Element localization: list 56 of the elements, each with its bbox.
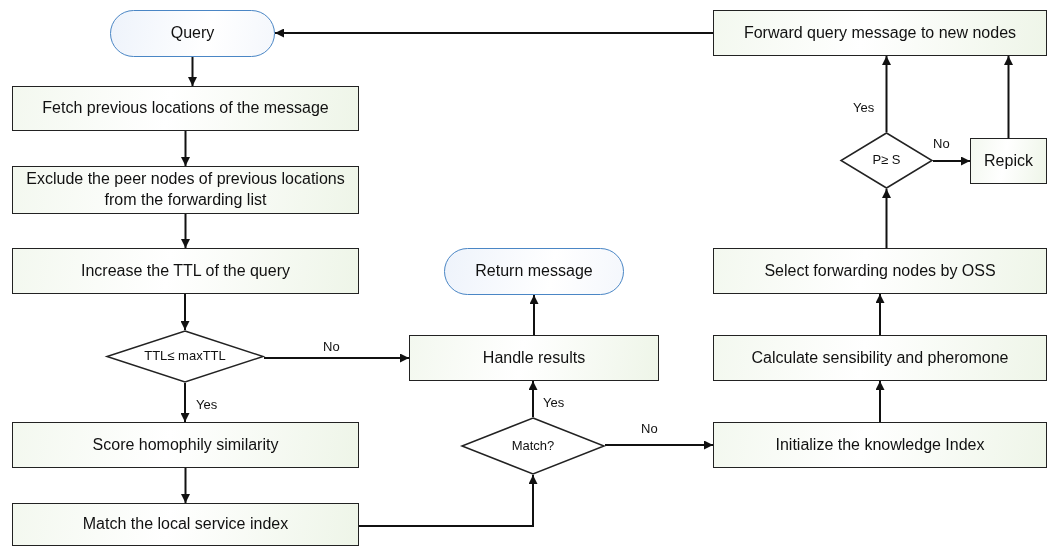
- arrow: [181, 130, 190, 167]
- process-box: [12, 86, 359, 131]
- box-label: Score homophily similarity: [92, 434, 279, 455]
- process-box: [713, 10, 1047, 56]
- process-box: [713, 422, 1047, 468]
- process-box: [409, 335, 659, 381]
- arrow: [528, 380, 538, 418]
- box-label: Exclude the peer nodes of previous locations from the forwarding list: [25, 169, 346, 210]
- arrow: [358, 474, 538, 527]
- process-box: [12, 248, 359, 294]
- box-label: Forward query message to new nodes: [743, 22, 1017, 43]
- terminal-box: [444, 248, 624, 295]
- edge-label: No: [640, 421, 659, 436]
- box-label: TTL≤ maxTTL: [144, 348, 226, 365]
- decision-diamond: [461, 417, 605, 475]
- arrow: [604, 440, 714, 450]
- arrow: [882, 55, 891, 133]
- terminal-box: [110, 10, 275, 57]
- arrow: [875, 293, 885, 336]
- box-label: Query: [170, 23, 215, 44]
- arrow: [1004, 55, 1013, 139]
- edge-label: No: [932, 136, 951, 151]
- arrow: [180, 382, 190, 423]
- arrow: [529, 294, 539, 336]
- box-label: Repick: [984, 150, 1033, 171]
- process-box: [713, 335, 1047, 381]
- process-box: [12, 422, 359, 468]
- box-label: Select forwarding nodes by OSS: [764, 260, 996, 281]
- arrow: [188, 56, 197, 87]
- arrow: [263, 353, 410, 363]
- box-label: Initialize the knowledge Index: [775, 434, 985, 455]
- box-label: Fetch previous locations of the message: [42, 98, 329, 119]
- edge-label: No: [322, 339, 341, 354]
- decision-diamond: [840, 132, 933, 189]
- arrow: [181, 213, 190, 249]
- edge-label: Yes: [195, 397, 219, 412]
- edge-label: Yes: [542, 395, 566, 410]
- edge-label: Yes: [852, 100, 876, 115]
- process-box: [12, 166, 359, 214]
- process-box: [970, 138, 1047, 184]
- box-label: Match?: [511, 437, 555, 455]
- arrow: [181, 467, 190, 504]
- arrow: [932, 156, 971, 166]
- process-box: [12, 503, 359, 546]
- box-label: Return message: [475, 261, 593, 282]
- box-label: Calculate sensibility and pheromone: [751, 347, 1009, 368]
- box-label: Match the local service index: [82, 514, 289, 535]
- box-label: Handle results: [482, 347, 586, 368]
- box-label: P≥ S: [872, 152, 901, 169]
- arrow: [274, 28, 714, 38]
- arrow: [180, 293, 190, 331]
- process-box: [713, 248, 1047, 294]
- box-label: Increase the TTL of the query: [81, 260, 290, 281]
- arrow: [882, 188, 891, 249]
- arrow: [875, 380, 885, 423]
- decision-diamond: [106, 330, 264, 383]
